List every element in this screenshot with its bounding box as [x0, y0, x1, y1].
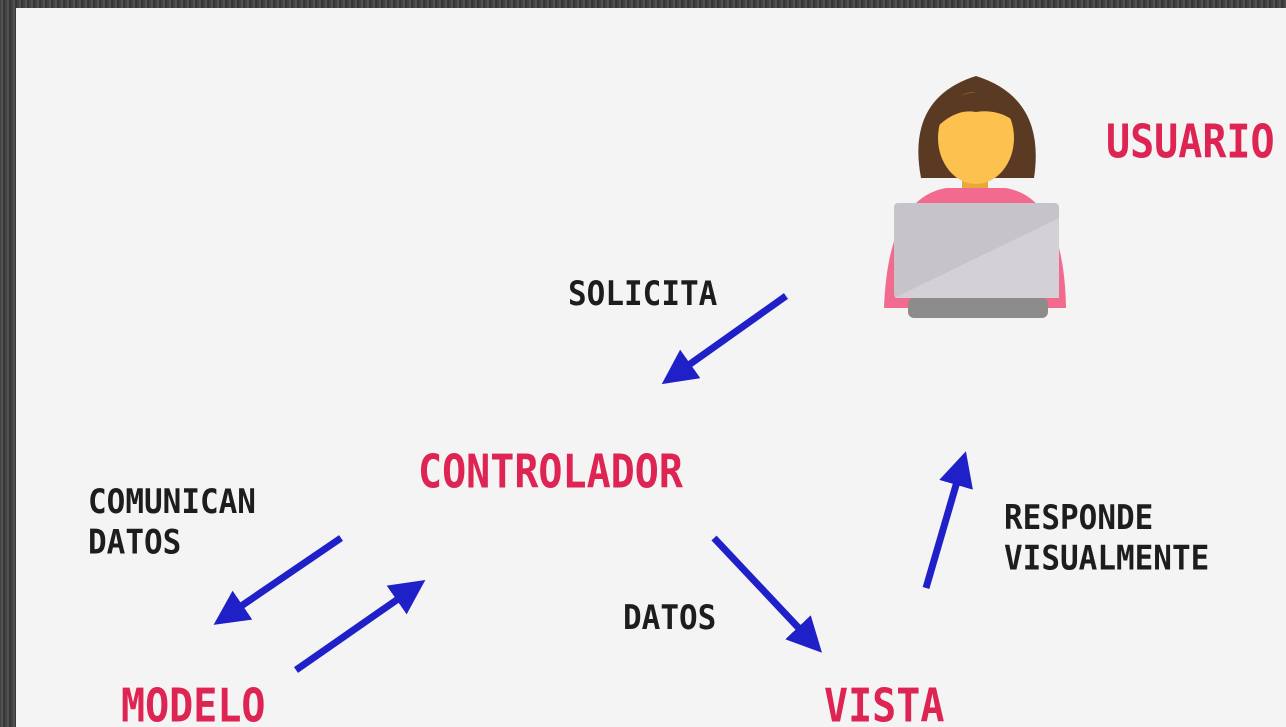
arrow-comunican-datos — [213, 535, 343, 625]
node-controlador: CONTROLADOR — [418, 446, 683, 499]
node-usuario: USUARIO — [1106, 116, 1275, 169]
mvc-diagram: USUARIO CONTROLADOR MODELO VISTA SOLICIT… — [16, 8, 1286, 727]
user-at-laptop-icon — [884, 76, 1066, 318]
arrow-modelo-to-controlador — [294, 580, 426, 673]
arrow-datos — [711, 535, 822, 653]
node-vista: VISTA — [824, 680, 945, 727]
edge-label-datos: DATOS — [623, 598, 717, 638]
arrows-layer — [213, 293, 973, 673]
arrow-solicita — [661, 293, 789, 385]
arrow-responde-visualmente — [922, 451, 973, 589]
edge-label-responde-visualmente: RESPONDE VISUALMENTE — [1004, 498, 1210, 579]
edge-label-comunican-datos: COMUNICAN DATOS — [88, 482, 256, 563]
node-modelo: MODELO — [121, 680, 266, 727]
edge-label-solicita: SOLICITA — [568, 274, 718, 314]
